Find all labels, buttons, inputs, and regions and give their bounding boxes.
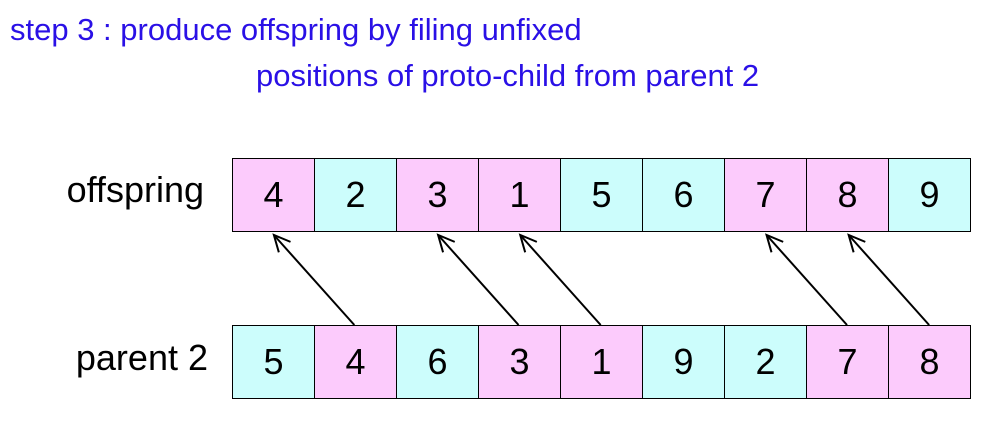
arrow-line (519, 234, 602, 326)
offspring-cell: 6 (643, 158, 725, 232)
arrow-line (765, 234, 848, 326)
parent2-label: parent 2 (75, 337, 208, 378)
offspring-cell: 9 (889, 158, 971, 232)
parent2-cell: 6 (397, 325, 479, 399)
parent2-cell: 2 (725, 325, 807, 399)
arrow-head-icon (518, 233, 538, 253)
parent2-cell: 7 (807, 325, 889, 399)
offspring-cell: 8 (807, 158, 889, 232)
offspring-cell: 2 (315, 158, 397, 232)
arrow-line (273, 234, 356, 326)
offspring-cell: 5 (561, 158, 643, 232)
arrow-head-icon (272, 233, 291, 253)
parent2-row: 5 4 6 3 1 9 2 7 8 (232, 325, 971, 399)
parent2-cell: 8 (889, 325, 971, 399)
arrow-line (847, 234, 930, 326)
title-line-2: positions of proto-child from parent 2 (256, 58, 760, 93)
parent2-cell: 5 (233, 325, 315, 399)
parent2-cell: 3 (479, 325, 561, 399)
parent2-cell: 9 (643, 325, 725, 399)
offspring-cell: 7 (725, 158, 807, 232)
arrow-head-icon (847, 233, 866, 253)
parent2-cell: 1 (561, 325, 643, 399)
title-line-1: step 3 : produce offspring by filing unf… (10, 12, 582, 47)
parent2-cell: 4 (315, 325, 397, 399)
offspring-row: 4 2 3 1 5 6 7 8 9 (232, 158, 971, 232)
offspring-cell: 1 (479, 158, 561, 232)
arrow-head-icon (436, 233, 456, 253)
offspring-label: offspring (66, 169, 204, 210)
offspring-cell: 3 (397, 158, 479, 232)
offspring-cell: 4 (233, 158, 315, 232)
arrow-line (437, 234, 520, 326)
arrow-head-icon (765, 233, 784, 253)
